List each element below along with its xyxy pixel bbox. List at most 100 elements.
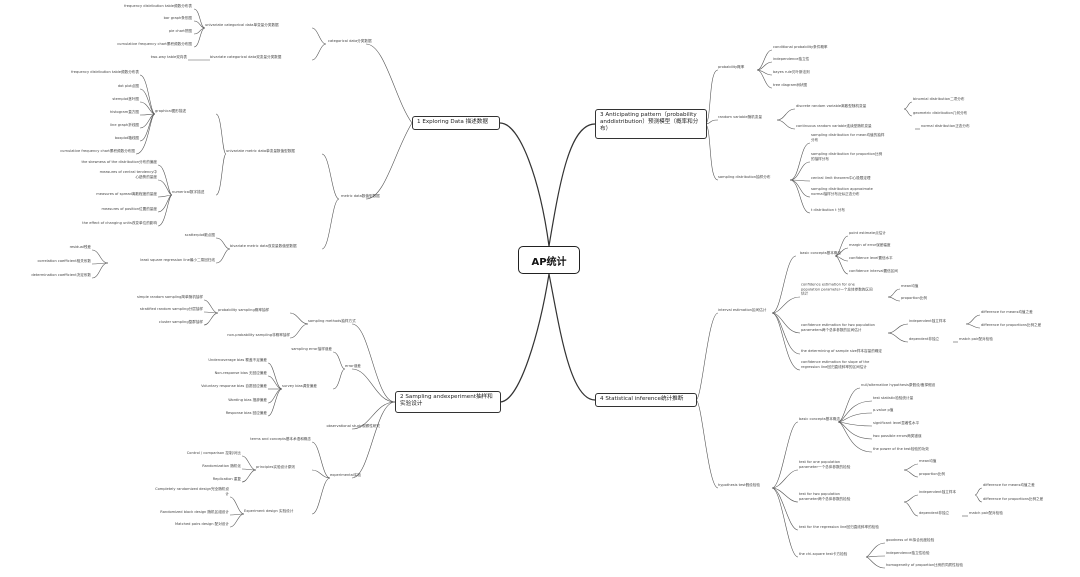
design-item-matched-pairs[interactable]: Matched pairs design 配对设计 [174, 521, 229, 526]
binomial-node[interactable]: binomial distribution二项分布 [913, 96, 965, 101]
ce-one-mean[interactable]: mean均值 [901, 283, 919, 288]
continuous-rv-node[interactable]: continuous random variable连续型随机变量 [796, 123, 872, 128]
sd-item-t-distribution[interactable]: t distribution t 分布 [811, 207, 845, 212]
graphical-node[interactable]: graphical图形描述 [155, 108, 187, 113]
ie-item-confidence-level[interactable]: confidence level置信水平 [849, 255, 893, 260]
chi-item-goodness-of-fit[interactable]: goodness of fit拟合优度检验 [886, 537, 935, 542]
ce-independent-node[interactable]: independent独立样本 [909, 318, 947, 323]
chi-item-independence[interactable]: independence独立性检验 [886, 550, 930, 555]
ucat-item-cumulative-chart[interactable]: cumulative frequency chart累积频数分布图 [117, 41, 192, 46]
sd-item-clt[interactable]: central limit theorem中心极限定理 [811, 175, 871, 180]
experiment-design-node[interactable]: Experiment design 实验设计 [244, 508, 294, 513]
bivariate-metric-node[interactable]: bivariate metric data双变量数值型数据 [230, 243, 297, 248]
bias-item-response[interactable]: Response bias 回应偏差 [225, 410, 267, 415]
bias-item-non-response[interactable]: Non-response bias 无回应偏差 [214, 370, 267, 375]
root-node[interactable]: AP统计 [518, 246, 580, 274]
ce-dependent-node[interactable]: dependent非独立 [909, 336, 940, 341]
bias-item-voluntary[interactable]: Voluntary response bias 自愿回应偏差 [201, 383, 267, 388]
graph-item-stemplot[interactable]: stemplot茎叶图 [112, 96, 139, 101]
ce-one-proportion[interactable]: proportion比例 [901, 295, 927, 300]
numerical-node[interactable]: numerical数字描述 [172, 189, 205, 194]
univariate-categorical-node[interactable]: univariate categorical data单变量分类数据 [205, 22, 279, 27]
ce-match-pair-node[interactable]: match pair配对检验 [959, 336, 993, 341]
graph-item-cumulative-chart[interactable]: cumulative frequency chart累积频数分布图 [60, 148, 135, 153]
univariate-metric-node[interactable]: univariate metric data单变量数值型数据 [226, 148, 295, 153]
chi-square-node[interactable]: the chi-square test卡方检验 [799, 551, 848, 556]
num-item-central-tendency[interactable]: measures of central tendency中心趋势的量度 [99, 170, 157, 179]
geometric-node[interactable]: geometric distribution几何分布 [913, 110, 968, 115]
ie-item-point-estimate[interactable]: point estimate点估计 [849, 230, 886, 235]
terms-concepts-node[interactable]: terms and concepts基本术语和概念 [250, 436, 311, 441]
ht-item-significant-level[interactable]: significant level显著性水平 [873, 420, 920, 425]
principles-node[interactable]: principles实验设计原则 [256, 464, 295, 469]
principle-item-randomization[interactable]: Randomization 随机化 [202, 463, 241, 468]
random-variable-node[interactable]: random variable随机变量 [718, 114, 762, 119]
sample-size-node[interactable]: the determining of sample size样本容量的确定 [801, 348, 882, 353]
ucat-item-pie-chart[interactable]: pie chart饼图 [168, 28, 192, 33]
error-node[interactable]: error误差 [345, 363, 361, 368]
prob-item-conditional[interactable]: conditional probability条件概率 [773, 44, 828, 49]
prob-item-tree-diagram[interactable]: tree diagram树状图 [773, 82, 808, 87]
ie-item-confidence-interval[interactable]: confidence interval置信区间 [849, 268, 898, 273]
ucat-item-frequency-table[interactable]: frequency distribution table频数分布表 [124, 3, 192, 8]
lsrl-item-residual[interactable]: residual残差 [69, 244, 91, 249]
num-item-skewness[interactable]: the skewness of the distribution分布的偏度 [81, 159, 158, 164]
test-match-pair-node[interactable]: match pair配对检验 [969, 510, 1003, 515]
probability-node[interactable]: probability概率 [718, 64, 745, 69]
ps-item-stratified[interactable]: stratified random sampling分层抽样 [139, 306, 203, 311]
ce-diff-means[interactable]: difference for means均值之差 [981, 309, 1033, 314]
hypothesis-test-node[interactable]: hypothesis test假设检验 [718, 482, 760, 487]
test-one-mean[interactable]: mean均值 [919, 458, 937, 463]
test-one-proportion[interactable]: proportion比例 [919, 471, 945, 476]
test-two-population-node[interactable]: test for two population parameter两个总体参数的… [799, 492, 851, 501]
categorical-data-node[interactable]: categorical data分类数据 [328, 38, 372, 43]
ht-item-power[interactable]: the power of the test检验的功效 [873, 446, 929, 451]
probability-sampling-node[interactable]: probability sampling概率抽样 [218, 307, 270, 312]
scatterplot-node[interactable]: scatterplot散点图 [184, 232, 215, 237]
ce-slope-node[interactable]: confidence estimation for slope of the r… [801, 360, 870, 369]
design-item-completely-randomized[interactable]: Completely randomized design完全随机设计 [155, 487, 229, 496]
sd-item-proportion[interactable]: sampling distribution for proportion比例的抽… [811, 152, 883, 161]
chapter-1-node[interactable]: 1 Exploring Data 描述数据 [412, 116, 500, 130]
ht-item-test-statistic[interactable]: test statistic检验统计量 [873, 395, 914, 400]
graph-item-histogram[interactable]: histogram直方图 [110, 109, 139, 114]
graph-item-frequency-table[interactable]: frequency distribution table频数分布表 [71, 69, 139, 74]
discrete-rv-node[interactable]: discrete random variable离散型随机变量 [796, 103, 867, 108]
test-dependent-node[interactable]: dependent非独立 [919, 510, 950, 515]
test-diff-proportions[interactable]: difference for proportions比例之差 [983, 496, 1044, 501]
ht-item-hypothesis[interactable]: null/alternative hypothesis原假设/备择假设 [861, 382, 936, 387]
principle-item-replication[interactable]: Replication 重复 [212, 476, 241, 481]
lsrl-item-determination[interactable]: determination coefficient决定系数 [31, 272, 91, 277]
graph-item-dot-plot[interactable]: dot plot点图 [117, 83, 139, 88]
test-diff-means[interactable]: difference for means均值之差 [983, 482, 1035, 487]
graph-item-line-graph[interactable]: line graph折线图 [110, 122, 139, 127]
ucat-item-bar-graph[interactable]: bar graph条形图 [163, 15, 192, 20]
ce-one-population-node[interactable]: confidence estimation for one population… [801, 282, 873, 296]
test-independent-node[interactable]: independent独立样本 [919, 489, 957, 494]
lsrl-item-correlation[interactable]: correlation coefficient相关系数 [37, 258, 91, 263]
num-item-spread[interactable]: measures of spread离散程度的量度 [96, 191, 157, 196]
chapter-2-node[interactable]: 2 Sampling andexperiment抽样和实验设计 [395, 391, 501, 413]
survey-bias-node[interactable]: survey bias调查偏差 [282, 383, 317, 388]
sampling-distribution-node[interactable]: sampling distribution抽样分布 [718, 174, 771, 179]
ie-basic-concepts-node[interactable]: basic concepts基本概念 [800, 250, 842, 255]
sampling-methods-node[interactable]: sampling methods抽样方式 [308, 318, 356, 323]
bias-item-wording[interactable]: Wording bias 措辞偏差 [228, 397, 267, 402]
ps-item-cluster[interactable]: cluster sampling整群抽样 [158, 319, 203, 324]
chapter-3-node[interactable]: 3 Anticipating pattern（probability anddi… [595, 109, 707, 139]
bias-item-undercoverage[interactable]: Undercoverage bias 覆盖不足偏差 [208, 357, 267, 362]
test-one-population-node[interactable]: test for one population parameter一个总体参数的… [799, 460, 851, 469]
two-way-table-node[interactable]: two-way table双向表 [150, 54, 187, 59]
sd-item-mean[interactable]: sampling distribution for mean均值的抽样分布 [811, 133, 885, 142]
lsrl-node[interactable]: least square regression line最小二乘回归线 [140, 257, 215, 262]
graph-item-boxplot[interactable]: boxplot箱线图 [114, 135, 139, 140]
num-item-position[interactable]: measures of position位置的量度 [101, 206, 158, 211]
observational-study-node[interactable]: observational study观察性研究 [326, 423, 380, 428]
ps-item-simple-random[interactable]: simple random sampling简单随机抽样 [136, 294, 203, 299]
ht-item-two-errors[interactable]: two possible errors两类错误 [873, 433, 922, 438]
chi-item-homogeneity[interactable]: homogeneity of proportion比例的同质性检验 [886, 562, 963, 567]
ie-item-margin-error[interactable]: margin of error误差幅度 [849, 242, 891, 247]
interval-estimation-node[interactable]: interval estimation区间估计 [718, 307, 767, 312]
principle-item-control[interactable]: Control / comparison 控制/对比 [186, 450, 241, 455]
non-probability-node[interactable]: non-probability sampling非概率抽样 [227, 332, 290, 337]
